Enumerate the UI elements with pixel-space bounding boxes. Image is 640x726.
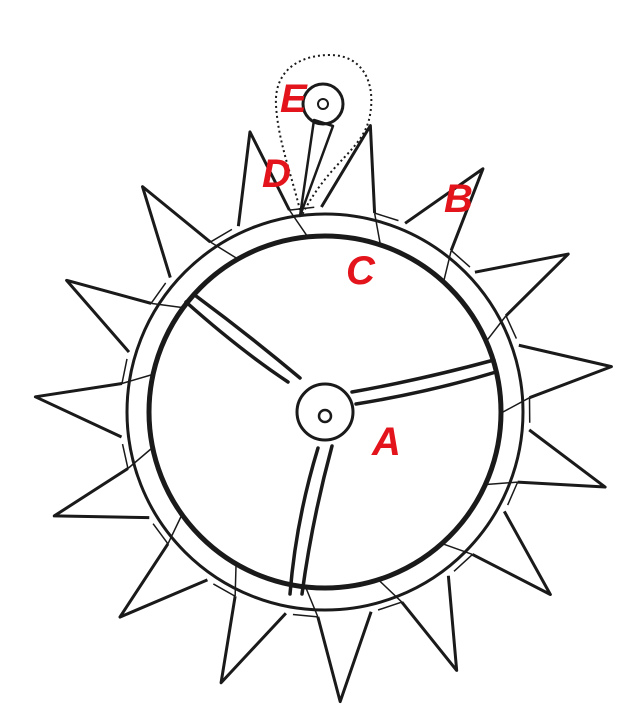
wheel-tooth [219,596,287,685]
tooth-facet [121,358,152,385]
label-D: D [262,152,291,196]
tooth-facet [150,282,182,309]
wheel-tooth [316,611,373,704]
pallet-pivot-inner [317,98,329,110]
wheel-tooth [140,185,212,278]
wheel-tooth [517,428,607,489]
tooth-facet [487,315,518,341]
label-E: E [280,77,308,121]
wheel-tooth [400,575,459,672]
label-C: C [346,249,376,293]
wheel-tooth [236,130,291,227]
pallet-dotted-outline [274,53,373,216]
tooth-facet [443,249,471,280]
wheel-spokes [184,294,498,596]
pallet-pivot-outer [301,82,345,126]
wheel-tooth [471,510,552,597]
wheel-outer-rim [125,212,525,612]
tooth-facet [373,212,399,243]
wheel-hub [295,382,355,442]
tooth-facet [212,566,237,597]
tooth-facet [502,397,531,423]
wheel-tooth [404,167,485,252]
spoke-upper-left-inner [194,294,302,380]
tooth-facet [292,588,319,618]
wheel-tooth [118,542,209,619]
wheel-tooth [518,343,613,400]
tooth-facet [377,580,403,611]
label-A: A [371,420,401,464]
wheel-tooth [320,124,377,214]
wheel-tooth [33,381,123,439]
tooth-facet [209,228,237,259]
spoke-upper-left [184,300,290,384]
spoke-right [350,358,496,394]
tooth-facet [487,481,519,506]
label-B: B [444,177,473,221]
tooth-facet [121,443,152,470]
wheel-tooth [65,278,152,354]
wheel-arbor-hole [317,408,333,424]
pallet-pin [298,118,335,218]
spoke-lower [288,446,320,596]
tooth-facet [152,516,182,545]
spoke-right-inner [354,370,498,406]
wheel-teeth [33,124,613,704]
wheel-tooth [52,467,150,520]
wheel-inner-rim [146,233,504,591]
tooth-facet [443,543,473,572]
spoke-lower-inner [300,444,334,596]
wheel-tooth [474,252,570,317]
